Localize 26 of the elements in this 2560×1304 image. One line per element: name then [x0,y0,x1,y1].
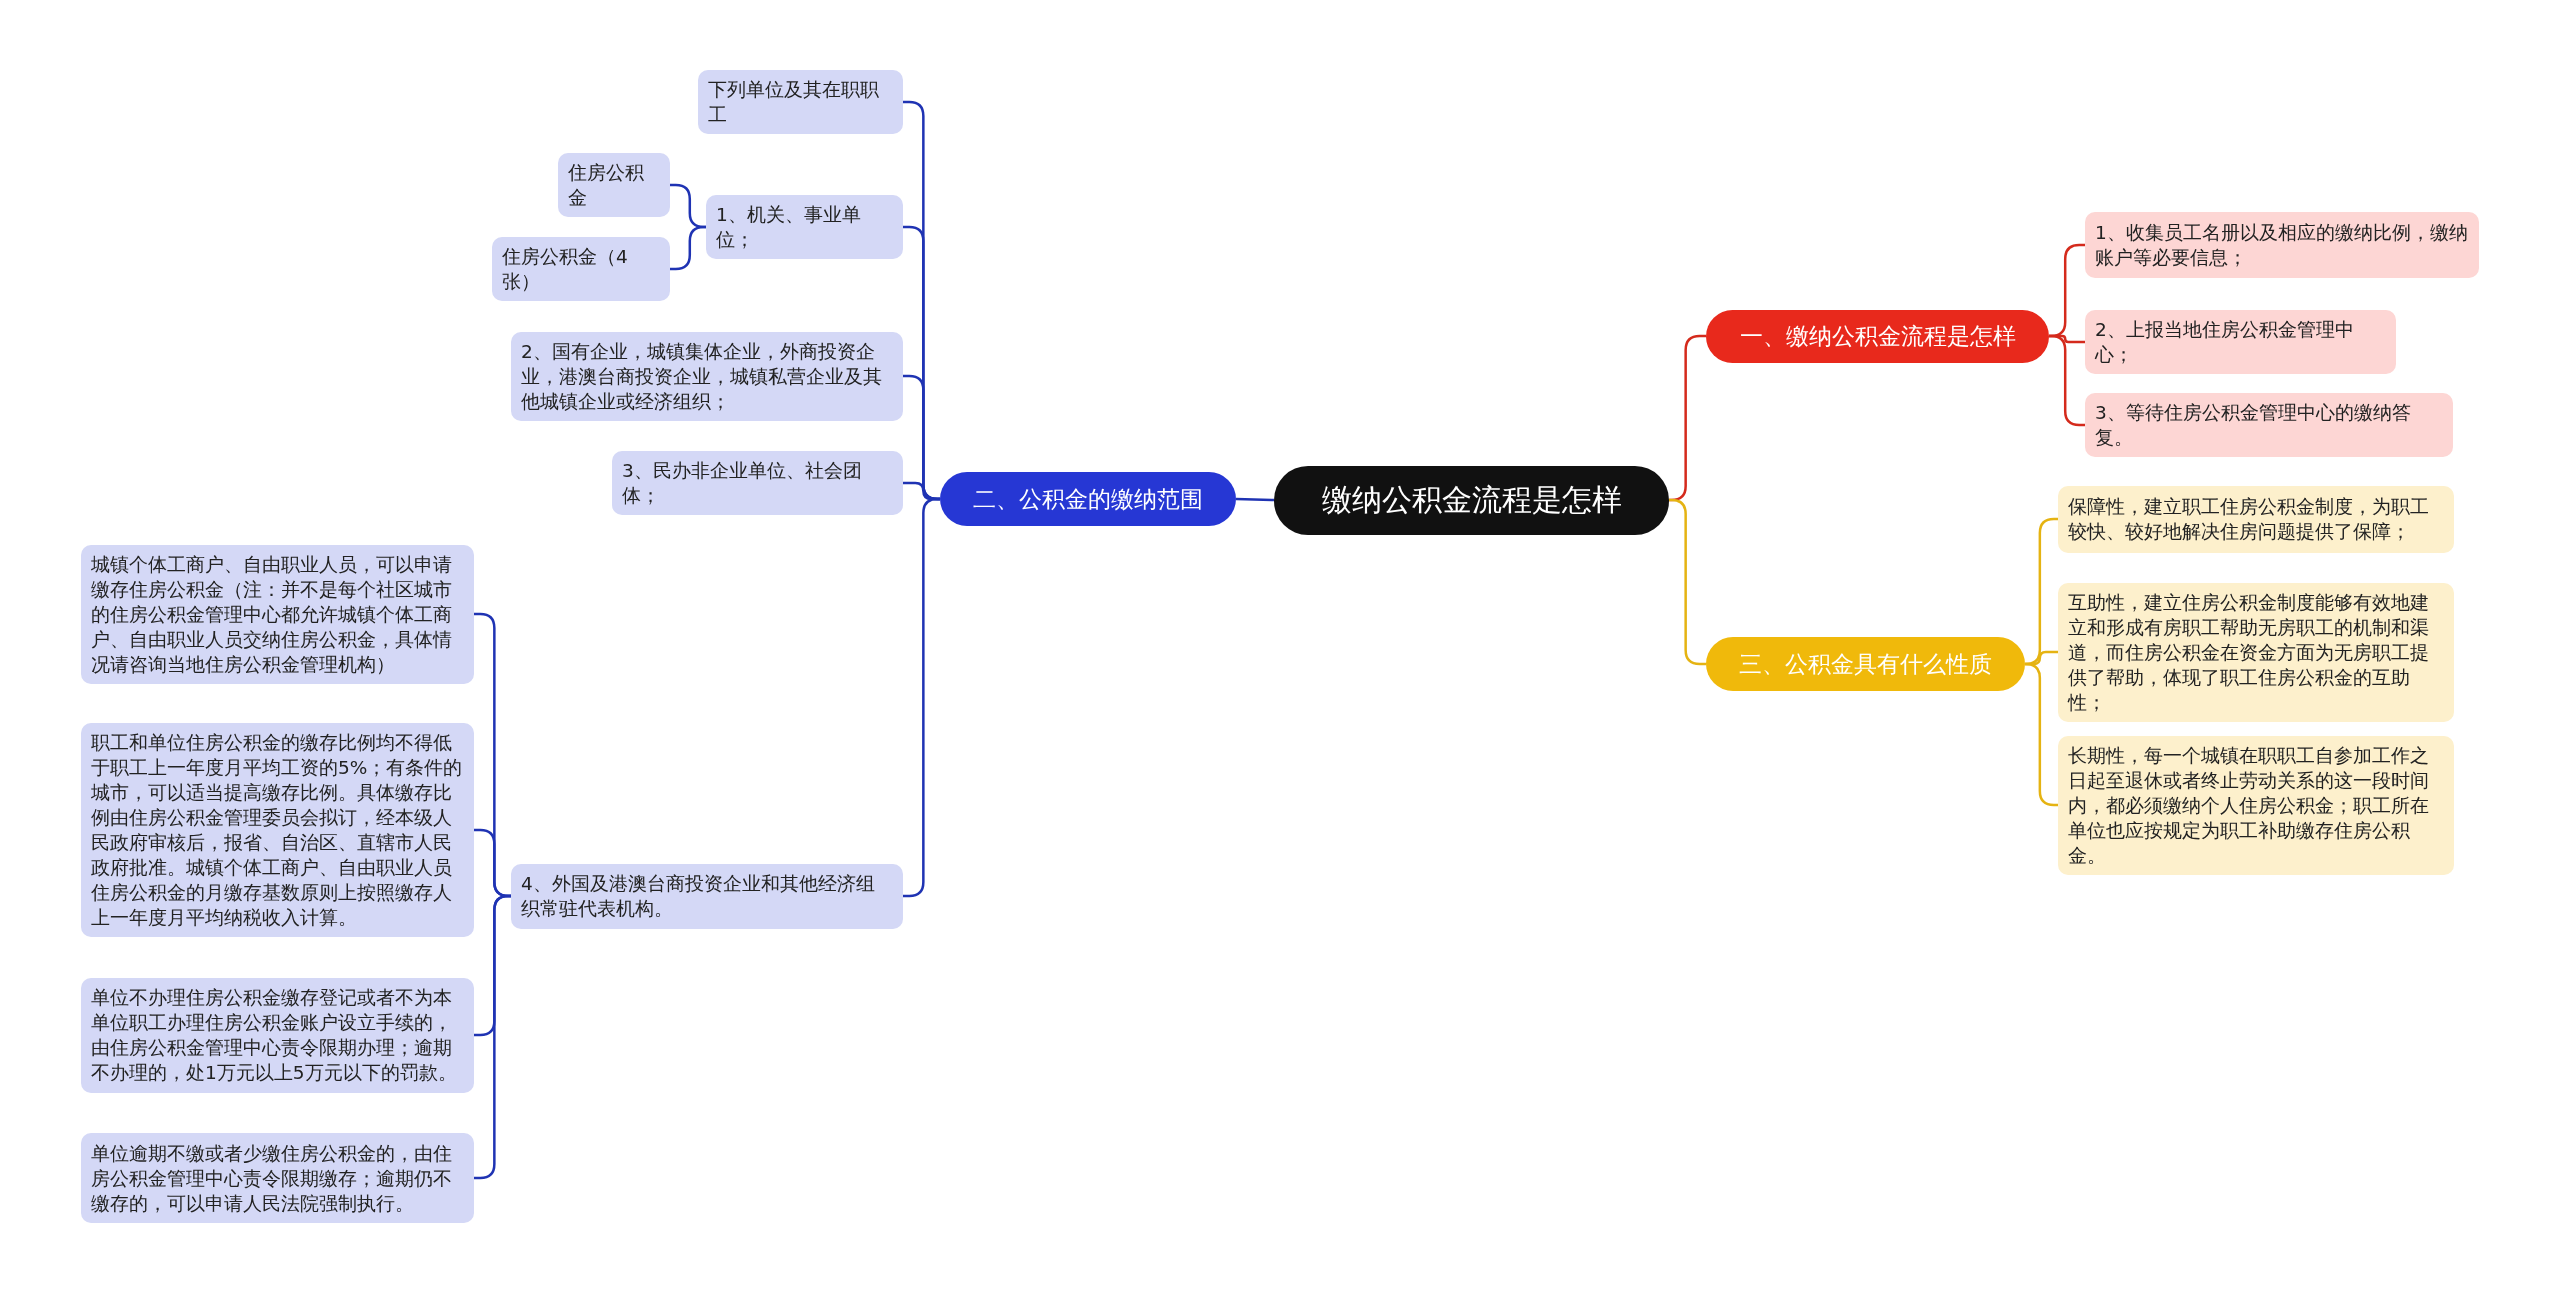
topic-box: 1、机关、事业单位； [706,195,903,259]
topic-box: 住房公积金（4张） [492,237,670,301]
connector [670,225,706,271]
topic-box: 职工和单位住房公积金的缴存比例均不得低于职工上一年度月平均工资的5%；有条件的城市，可以适当提高缴存比例。具体缴存比例由住房公积金管理委员会拟订，经本级人民政府审核后，报省、自治区、直辖市人民政府批准。城镇个体工商户、自由职业人员住房公积金的月缴存基数原则上按照缴存人上一年度月平均纳税收入计算。 [81,723,474,937]
topic-box: 2、国有企业，城镇集体企业，外商投资企业，港澳台商投资企业，城镇私营企业及其他城镇企业或经济组织； [511,331,903,421]
connector [1669,498,1706,666]
topic-box: 城镇个体工商户、自由职业人员，可以申请缴存住房公积金（注：并不是每个社区城市的住房公积金管理中心都允许城镇个体工商户、自由职业人员交纳住房公积金，具体情况请咨询当地住房公积金管理机构） [81,544,474,684]
branch-topic: 三、公积金具有什么性质 [1706,637,2025,691]
branch-topic: 一、缴纳公积金流程是怎样 [1706,309,2049,363]
topic-box: 4、外国及港澳台商投资企业和其他经济组织常驻代表机构。 [511,863,903,929]
topic-box: 单位逾期不缴或者少缴住房公积金的，由住房公积金管理中心责令限期缴存；逾期仍不缴存的，可以申请人民法院强制执行。 [81,1133,474,1223]
topic-box: 长期性，每一个城镇在职职工自参加工作之日起至退休或者终止劳动关系的这一段时间内，都必须缴纳个人住房公积金；职工所在单位也应按规定为职工补助缴存住房公积金。 [2058,735,2454,875]
topic-box: 1、收集员工名册以及相应的缴纳比例，缴纳账户等必要信息； [2085,212,2479,278]
connector [903,497,941,898]
topic-box: 互助性，建立住房公积金制度能够有效地建立和形成有房职工帮助无房职工的机制和渠道，而住房公积金在资金方面为无房职工提供了帮助，体现了职工住房公积金的互助性； [2058,582,2454,722]
connector [1235,497,1275,502]
topic-box: 3、等待住房公积金管理中心的缴纳答复。 [2085,393,2453,457]
central-topic: 缴纳公积金流程是怎样 [1274,465,1669,535]
connector [474,894,511,1180]
topic-box: 单位不办理住房公积金缴存登记或者不为本单位职工办理住房公积金账户设立手续的，由住房公积金管理中心责令限期办理；逾期不办理的，处1万元以上5万元以下的罚款。 [81,977,474,1093]
branch-topic: 二、公积金的缴纳范围 [940,472,1236,526]
topic-box: 下列单位及其在职职工 [698,70,903,134]
topic-box: 2、上报当地住房公积金管理中心； [2085,310,2396,374]
topic-box: 3、民办非企业单位、社会团体； [612,451,903,515]
topic-box: 住房公积金 [558,153,670,217]
topic-box: 保障性，建立职工住房公积金制度，为职工较快、较好地解决住房问题提供了保障； [2058,485,2454,553]
